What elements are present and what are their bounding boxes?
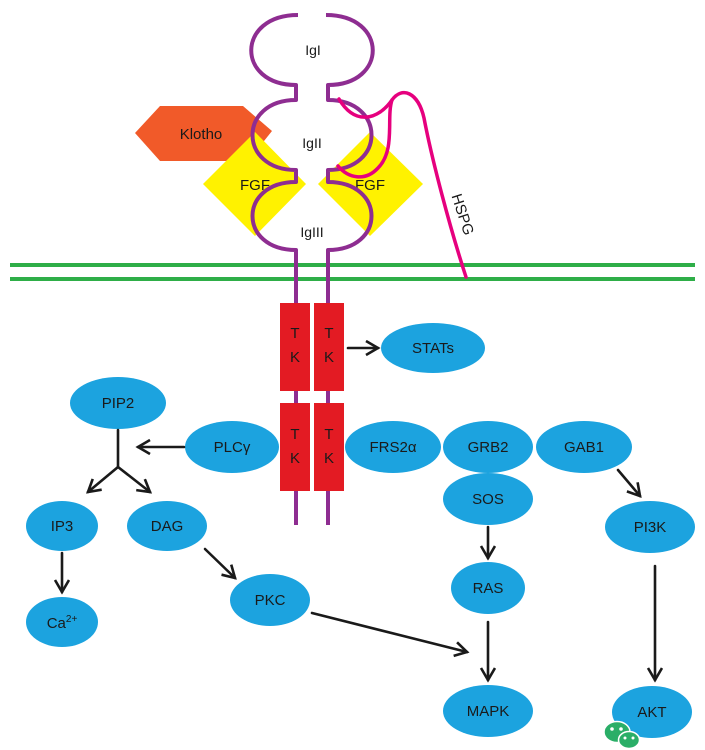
node-frs2a-label: FRS2α bbox=[369, 439, 416, 456]
kinase-box bbox=[280, 303, 310, 391]
fgf-receptor: IgI IgII IgIII bbox=[249, 13, 375, 525]
wechat-bubble-small bbox=[617, 730, 641, 750]
node-sos-shape bbox=[443, 473, 533, 525]
wechat-eye bbox=[610, 727, 614, 731]
kinase-t-label: T bbox=[324, 426, 333, 443]
node-pkc-label: PKC bbox=[255, 592, 286, 609]
domain-igii-label: IgII bbox=[302, 135, 321, 151]
kinase-box bbox=[280, 403, 310, 491]
kinase-k-label: K bbox=[324, 450, 334, 467]
node-pip2-shape bbox=[70, 377, 166, 429]
wechat-eye bbox=[623, 736, 627, 740]
kinase-k-label: K bbox=[324, 349, 334, 366]
node-mapk-shape bbox=[443, 685, 533, 737]
node-ip3-label: IP3 bbox=[51, 518, 74, 535]
node-grb2: GRB2 bbox=[443, 421, 533, 473]
node-plcg-label: PLCγ bbox=[214, 439, 251, 456]
node-pip2: PIP2 bbox=[70, 377, 166, 429]
kinase-domain-upper-left: T K bbox=[280, 303, 310, 391]
watermark-wechat-icon bbox=[603, 720, 641, 750]
hspg-loop bbox=[336, 98, 394, 179]
kinase-k-label: K bbox=[290, 349, 300, 366]
node-gab1-label: GAB1 bbox=[564, 439, 604, 456]
arrow-dag-to-pkc bbox=[203, 547, 235, 578]
node-stats: STATs bbox=[381, 323, 485, 373]
domain-igiii-label: IgIII bbox=[300, 224, 323, 240]
fgf-right-shape bbox=[318, 132, 423, 236]
kinase-t-label: T bbox=[290, 325, 299, 342]
node-calcium-label: Ca2+ bbox=[47, 614, 78, 632]
node-pi3k: PI3K bbox=[605, 501, 695, 553]
node-akt: AKT bbox=[612, 686, 692, 738]
kinase-t-label: T bbox=[290, 426, 299, 443]
signaling-arrows bbox=[62, 348, 655, 680]
kinase-k-label: K bbox=[290, 450, 300, 467]
hspg-chain bbox=[337, 90, 468, 279]
fgf-left-shape bbox=[203, 132, 306, 236]
node-plcg-shape bbox=[185, 421, 279, 473]
node-dag: DAG bbox=[127, 501, 207, 551]
node-ip3-shape bbox=[26, 501, 98, 551]
klotho: Klotho bbox=[135, 106, 272, 161]
kinase-box bbox=[314, 403, 344, 491]
klotho-shape bbox=[135, 106, 272, 161]
node-pkc-shape bbox=[230, 574, 310, 626]
receptor-left-strand bbox=[249, 13, 299, 525]
node-pi3k-shape bbox=[605, 501, 695, 553]
node-ras: RAS bbox=[451, 562, 525, 614]
node-gab1: GAB1 bbox=[536, 421, 632, 473]
kinase-box bbox=[314, 303, 344, 391]
node-mapk-label: MAPK bbox=[467, 703, 510, 720]
node-ras-label: RAS bbox=[473, 580, 504, 597]
kinase-domain-lower-right: T K bbox=[314, 403, 344, 491]
node-frs2a-shape bbox=[345, 421, 441, 473]
node-mapk: MAPK bbox=[443, 685, 533, 737]
arrow-pip2-to-ip3 bbox=[88, 465, 120, 492]
arrow-pkc-to-mapk bbox=[310, 611, 467, 652]
kinase-t-label: T bbox=[324, 325, 333, 342]
node-calcium-shape bbox=[26, 597, 98, 647]
node-calcium: Ca2+ bbox=[26, 597, 98, 647]
node-sos-label: SOS bbox=[472, 491, 504, 508]
node-akt-label: AKT bbox=[637, 704, 666, 721]
fgf-left-label: FGF bbox=[240, 177, 270, 194]
fgf-right-label: FGF bbox=[355, 177, 385, 194]
klotho-label: Klotho bbox=[180, 126, 223, 143]
fgf-right: FGF bbox=[318, 132, 423, 236]
node-grb2-shape bbox=[443, 421, 533, 473]
node-ras-shape bbox=[451, 562, 525, 614]
node-stats-label: STATs bbox=[412, 340, 454, 357]
node-pkc: PKC bbox=[230, 574, 310, 626]
calcium-charge: 2+ bbox=[66, 614, 78, 625]
node-pip2-label: PIP2 bbox=[102, 395, 135, 412]
calcium-symbol: Ca bbox=[47, 615, 67, 632]
node-akt-shape bbox=[612, 686, 692, 738]
kinase-domain-upper-right: T K bbox=[314, 303, 344, 391]
node-stats-shape bbox=[381, 323, 485, 373]
node-pi3k-label: PI3K bbox=[634, 519, 667, 536]
kinase-domain-lower-left: T K bbox=[280, 403, 310, 491]
node-sos: SOS bbox=[443, 473, 533, 525]
node-ip3: IP3 bbox=[26, 501, 98, 551]
cell-membrane bbox=[10, 263, 695, 281]
wechat-eye bbox=[631, 736, 635, 740]
node-dag-shape bbox=[127, 501, 207, 551]
node-plcg: PLCγ bbox=[185, 421, 279, 473]
fgf-left: FGF bbox=[203, 132, 306, 236]
node-grb2-label: GRB2 bbox=[468, 439, 509, 456]
node-dag-label: DAG bbox=[151, 518, 184, 535]
arrow-pip2-to-dag bbox=[116, 465, 150, 492]
receptor-right-strand bbox=[325, 13, 375, 525]
arrow-gab1-to-pi3k bbox=[616, 468, 640, 496]
wechat-eye bbox=[619, 727, 623, 731]
node-gab1-shape bbox=[536, 421, 632, 473]
domain-igi-label: IgI bbox=[305, 42, 321, 58]
node-frs2a: FRS2α bbox=[345, 421, 441, 473]
